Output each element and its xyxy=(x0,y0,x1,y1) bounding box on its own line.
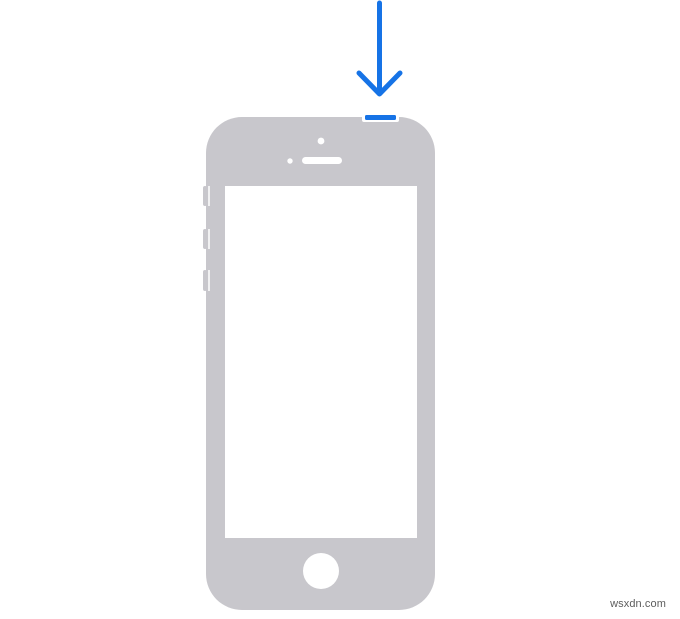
top-button-highlight xyxy=(365,115,396,120)
down-arrow-icon xyxy=(356,0,403,97)
home-button-icon xyxy=(303,553,339,589)
side-gap-fill xyxy=(206,250,209,269)
phone-screen xyxy=(225,186,417,538)
earpiece-icon xyxy=(302,157,342,164)
mute-switch xyxy=(203,186,207,206)
volume-down-button xyxy=(203,270,207,291)
proximity-sensor-icon xyxy=(287,158,293,164)
side-gap-fill xyxy=(206,207,209,228)
watermark-text: wsxdn.com xyxy=(610,598,666,610)
volume-up-button xyxy=(203,229,207,249)
front-camera-icon xyxy=(317,137,325,145)
